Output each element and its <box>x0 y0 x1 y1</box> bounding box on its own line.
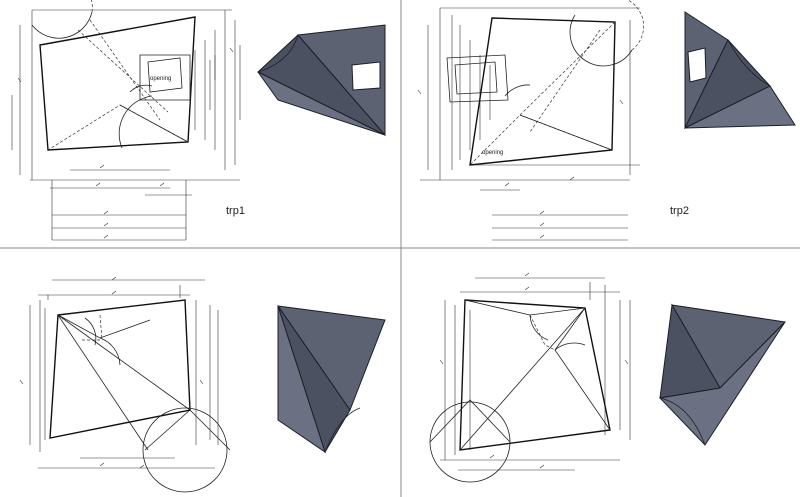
flat-pattern-trp2: opening <box>420 0 644 241</box>
model-bottom-left <box>276 305 386 454</box>
relief-circle-bottom-left <box>142 407 228 493</box>
flat-pattern-bottom-left <box>29 279 231 493</box>
flat-pattern-trp1: opening <box>11 0 241 241</box>
model-trp2 <box>683 11 796 130</box>
model-bottom-right <box>658 303 787 446</box>
panel-label-trp2: trp2 <box>670 205 689 217</box>
panel-label-trp1: trp1 <box>226 205 245 217</box>
flat-pattern-bottom-right <box>429 277 631 483</box>
panel-bottom-right <box>429 277 787 483</box>
opening-hole-trp2 <box>687 47 707 83</box>
panel-trp2: opening trp2 <box>420 0 796 241</box>
panel-trp1: opening trp1 <box>11 0 386 241</box>
opening-label-trp2: opening <box>482 150 503 156</box>
model-trp1 <box>257 24 386 137</box>
panel-bottom-left <box>29 279 386 493</box>
dimension-ticks <box>17 47 629 469</box>
opening-hole-trp1 <box>351 61 381 91</box>
opening-label-trp1: opening <box>150 76 171 82</box>
